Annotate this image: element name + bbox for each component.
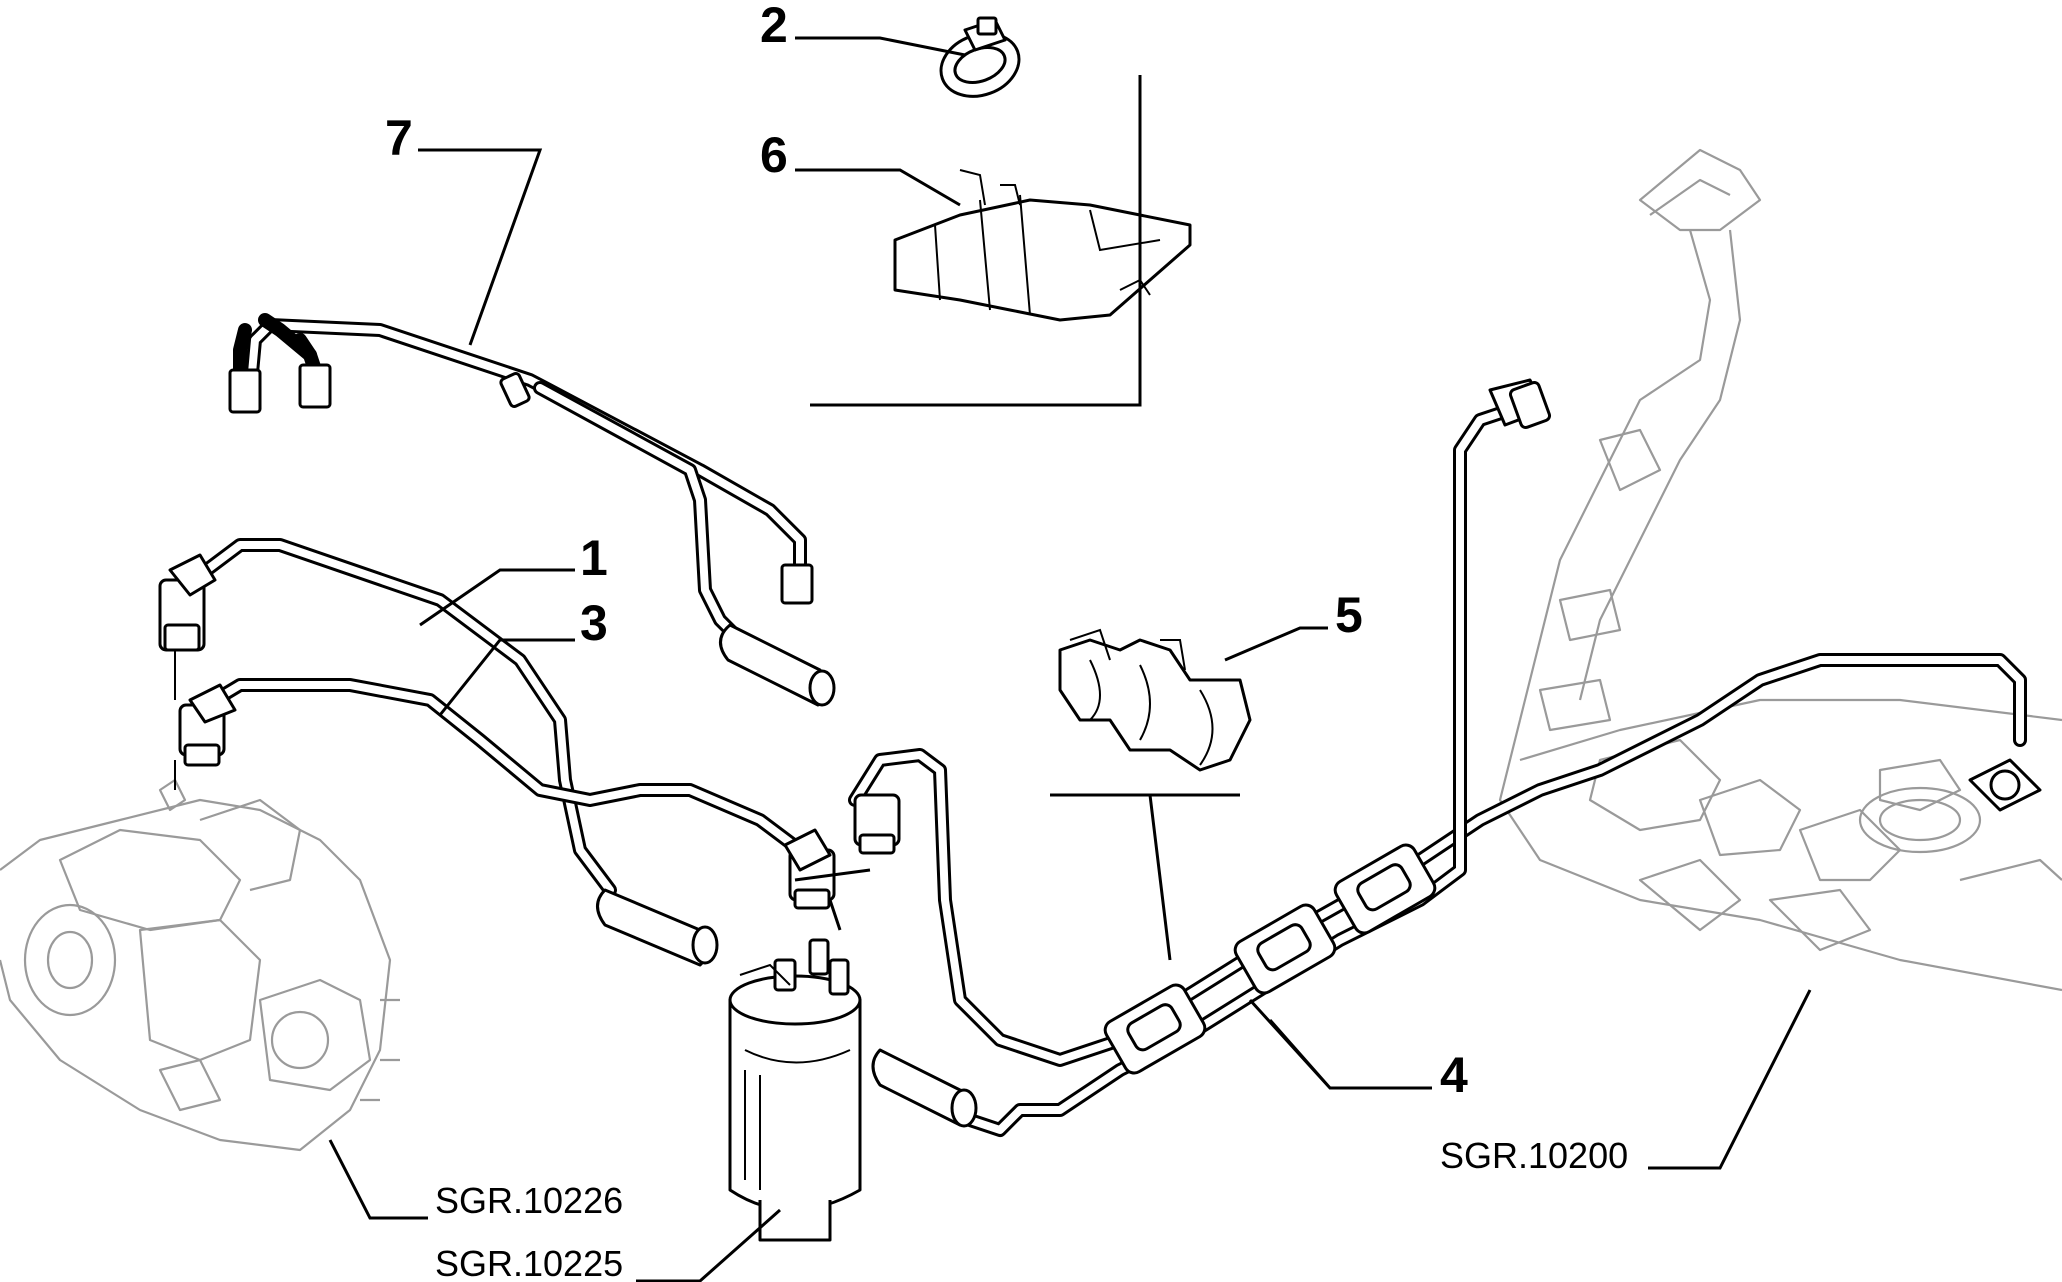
fuel-filter	[728, 938, 862, 1242]
leader-6	[795, 168, 961, 207]
injection-pump-context	[0, 778, 400, 1152]
ref-sgr-10226: SGR.10226	[435, 1180, 623, 1221]
part-1-feed-pipe	[158, 538, 719, 967]
callout-6: 6	[760, 127, 788, 183]
callout-4: 4	[1440, 1047, 1468, 1103]
callout-2: 2	[760, 0, 788, 53]
fuel-tank-context	[1498, 148, 2062, 992]
group-bracket-lower	[1050, 793, 1240, 961]
leader-1	[419, 568, 575, 627]
callout-1: 1	[580, 530, 608, 586]
part-4-underbody-pipes	[848, 378, 2042, 1137]
pipe-retainer-clips	[1103, 843, 1437, 1075]
part-6-pipe-bracket	[893, 169, 1192, 322]
ref-sgr-10200: SGR.10200	[1440, 1135, 1628, 1176]
leader-7	[418, 148, 543, 346]
callout-labels: 2 6 7 1 3 5 4	[385, 0, 1468, 1103]
leader-sgr-10226	[328, 1139, 428, 1220]
part-3-return-pipe	[174, 650, 836, 910]
part-7-leakoff-pipe	[228, 313, 836, 707]
part-2-hose-clamp	[939, 16, 1021, 98]
group-bracket	[810, 75, 1142, 407]
callout-3: 3	[580, 595, 608, 651]
leader-sgr-10200	[1648, 989, 1812, 1170]
leader-lines	[328, 36, 1812, 1282]
leader-4	[1248, 998, 1432, 1090]
leader-sgr-10225	[636, 1208, 781, 1282]
callout-7: 7	[385, 110, 413, 166]
reference-labels: SGR.10226 SGR.10225 SGR.10200	[435, 1135, 1628, 1282]
callout-5: 5	[1335, 587, 1363, 643]
leader-3	[438, 638, 575, 716]
leader-5	[1224, 626, 1328, 662]
leader-fuel-filter-hose	[794, 868, 871, 931]
part-5-pipe-clip	[1058, 628, 1252, 772]
leader-2	[795, 36, 966, 57]
ref-sgr-10225: SGR.10225	[435, 1243, 623, 1282]
